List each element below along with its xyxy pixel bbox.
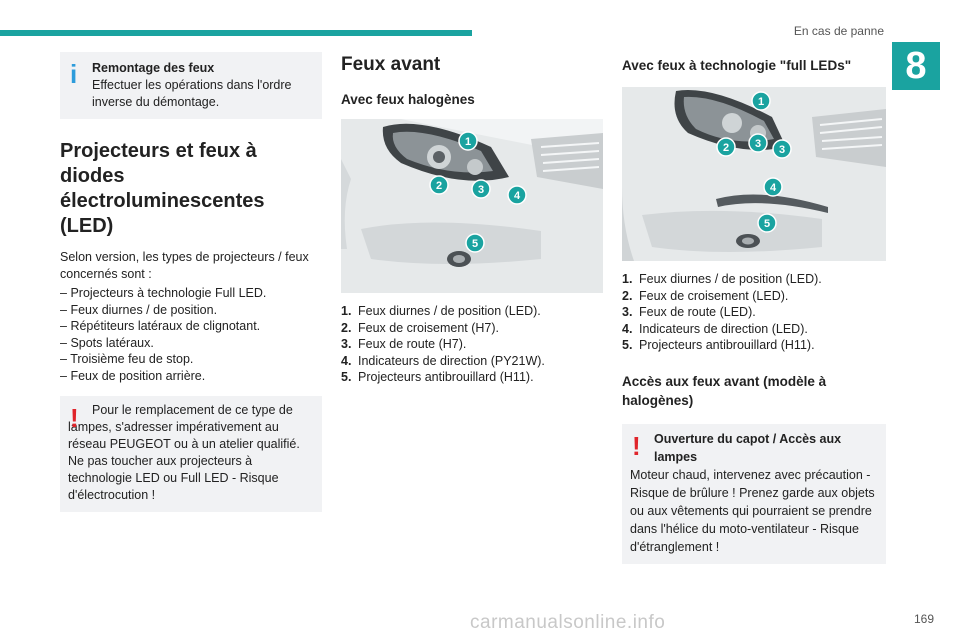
list-item: 3.Feux de route (H7). (341, 337, 467, 351)
list-item: 2.Feux de croisement (H7). (341, 320, 500, 335)
svg-text:2: 2 (436, 180, 442, 192)
list-item: 2.Feux de croisement (LED). (622, 288, 789, 303)
callout-badge-3: 3 (471, 179, 491, 199)
callout-badge-5: 5 (465, 233, 485, 253)
subheading-full-led: Avec feux à technologie "full LEDs" (622, 58, 852, 73)
svg-text:4: 4 (770, 182, 777, 194)
list-item: Spots latéraux. (60, 335, 322, 352)
intro-text: Selon version, les types de projecteurs … (60, 250, 309, 281)
column-1: i Remontage des feux Effectuer les opéra… (60, 52, 322, 512)
warning-text: Pour le remplacement de ce type de lampe… (68, 403, 300, 502)
list-item: 5.Projecteurs antibrouillard (H11). (622, 338, 815, 352)
halogen-headlight-photo: 1 2 3 4 5 (341, 119, 603, 293)
lamp-type-list: Projecteurs à technologie Full LED. Feux… (60, 285, 322, 384)
callout-badge-1: 1 (458, 131, 478, 151)
list-item: Troisième feu de stop. (60, 351, 322, 368)
list-item: 4.Indicateurs de direction (LED). (622, 321, 808, 336)
list-item: 1.Feux diurnes / de position (LED). (622, 272, 822, 286)
halogen-headlight-illustration: 1 2 3 4 5 (341, 119, 603, 293)
callout-badge-1: 1 (751, 91, 771, 111)
info-note-title: Remontage des feux (92, 61, 215, 75)
list-item: 5.Projecteurs antibrouillard (H11). (341, 370, 534, 384)
subheading-halogen: Avec feux halogènes (341, 92, 475, 107)
watermark: carmanualsonline.info (470, 612, 666, 633)
header-accent-bar (0, 30, 472, 36)
halogen-bulb-list: 1.Feux diurnes / de position (LED). 2.Fe… (341, 303, 603, 386)
list-item: 4.Indicateurs de direction (PY21W). (341, 353, 545, 368)
list-item: Feux diurnes / de position. (60, 302, 322, 319)
section-label: En cas de panne (793, 24, 884, 38)
list-item: Répétiteurs latéraux de clignotant. (60, 318, 322, 335)
svg-text:5: 5 (472, 238, 478, 250)
svg-text:1: 1 (758, 96, 764, 108)
svg-text:3: 3 (779, 144, 785, 156)
warning-note: ! Ouverture du capot / Accès aux lampes … (622, 423, 886, 564)
callout-badge-3b: 3 (772, 139, 792, 159)
chapter-number: 8 (892, 42, 940, 90)
list-item: Feux de position arrière. (60, 368, 322, 385)
full-led-headlight-photo: 1 2 3 3 4 5 (622, 87, 886, 261)
svg-text:2: 2 (723, 142, 729, 154)
warning-icon: ! (632, 430, 641, 461)
callout-badge-2: 2 (716, 137, 736, 157)
heading-front-lights: Feux avant (341, 54, 441, 75)
warning-text: Moteur chaud, intervenez avec précaution… (630, 467, 875, 554)
info-icon: i (70, 59, 78, 89)
svg-text:3: 3 (755, 138, 761, 150)
svg-text:3: 3 (478, 184, 484, 196)
svg-text:5: 5 (764, 218, 770, 230)
warning-icon: ! (70, 403, 79, 433)
list-item: 3.Feux de route (LED). (622, 305, 756, 319)
full-led-list: 1.Feux diurnes / de position (LED). 2.Fe… (622, 271, 886, 354)
warning-title: Ouverture du capot / Accès aux lampes (654, 431, 842, 464)
callout-badge-5: 5 (757, 213, 777, 233)
warning-note: ! Pour le remplacement de ce type de lam… (60, 396, 322, 512)
list-item: 1.Feux diurnes / de position (LED). (341, 304, 541, 318)
section-heading-led: Projecteurs et feux à diodes électrolumi… (60, 140, 265, 237)
info-note: i Remontage des feux Effectuer les opéra… (60, 52, 322, 119)
column-3: Avec feux à technologie "full LEDs" 1 2 … (622, 56, 886, 564)
svg-text:4: 4 (514, 190, 521, 202)
callout-badge-3: 3 (748, 133, 768, 153)
info-note-text: Effectuer les opérations dans l'ordre in… (92, 78, 292, 109)
callout-badge-4: 4 (763, 177, 783, 197)
callout-badge-4: 4 (507, 185, 527, 205)
full-led-headlight-illustration: 1 2 3 3 4 5 (622, 87, 886, 261)
subheading-access: Accès aux feux avant (modèle à halogènes… (622, 373, 827, 408)
column-2: Feux avant Avec feux halogènes 1 2 3 4 5 (341, 52, 603, 386)
list-item: Projecteurs à technologie Full LED. (60, 285, 322, 302)
svg-text:1: 1 (465, 136, 471, 148)
page-number: 169 (913, 612, 934, 626)
callout-badge-2: 2 (429, 175, 449, 195)
